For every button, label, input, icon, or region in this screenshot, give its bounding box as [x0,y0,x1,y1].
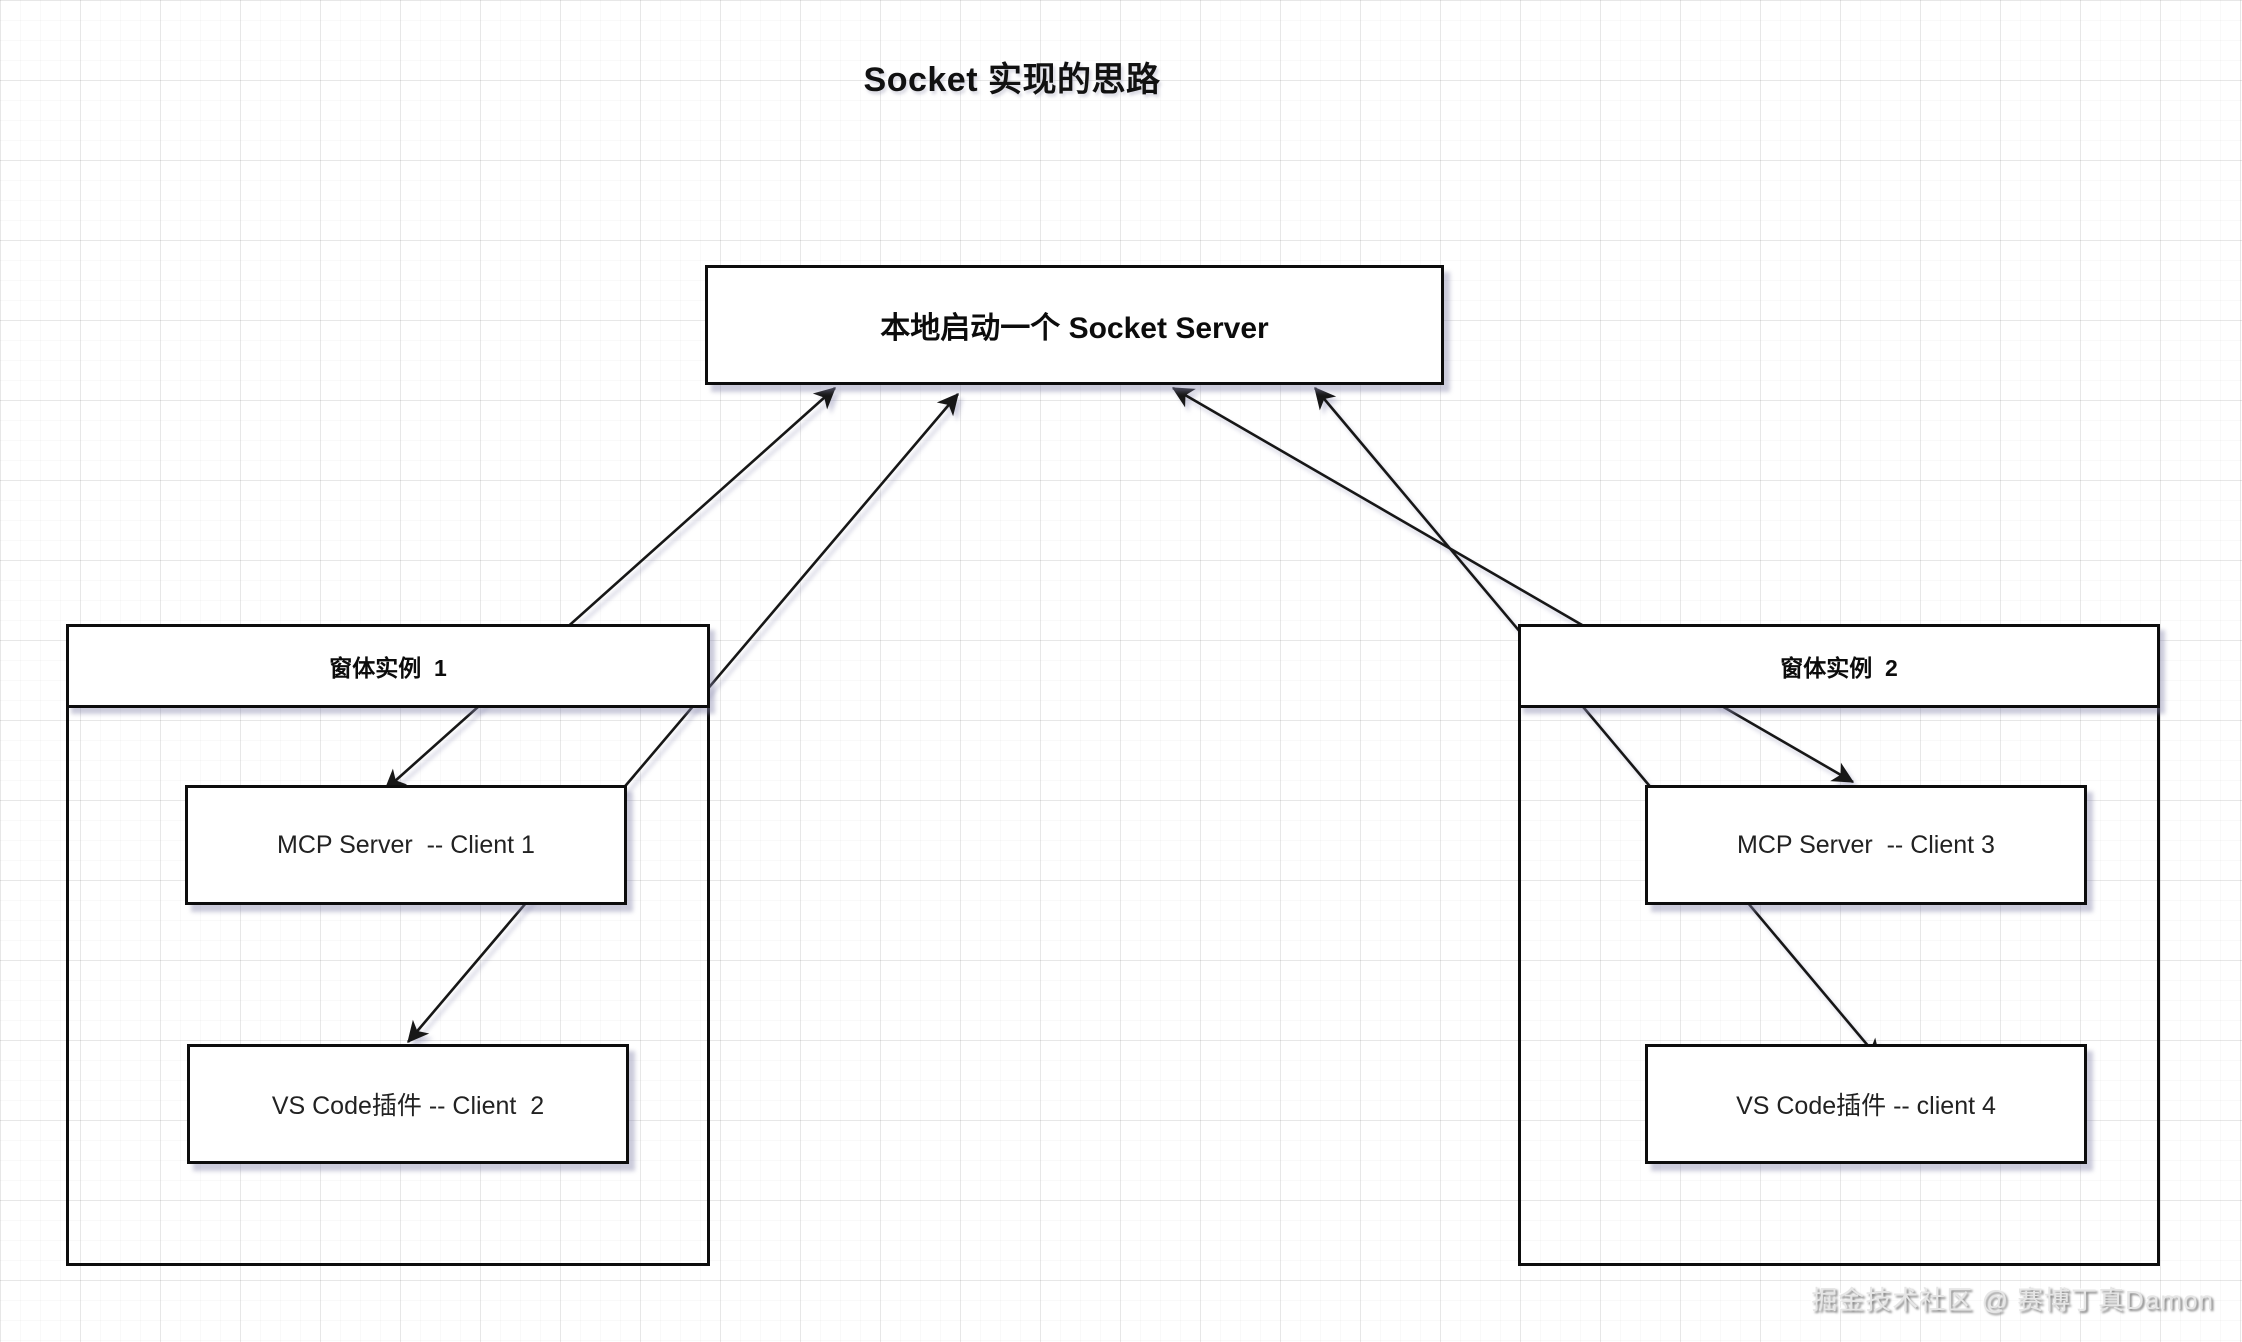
group-window-instance-2 [1518,624,2160,1266]
socket-server-label: 本地启动一个 Socket Server [880,312,1269,345]
node-vscode-plugin-client2-label: VS Code插件 -- Client 2 [271,1092,545,1120]
group-window-instance-2-title: 窗体实例 2 [1780,655,1898,681]
socket-server-node: 本地启动一个 Socket Server [705,265,1444,385]
node-vscode-plugin-client4: VS Code插件 -- client 4 [1645,1044,2087,1164]
group-window-instance-1-header: 窗体实例 1 [66,624,710,708]
node-mcp-server-client3-label: MCP Server -- Client 3 [1737,830,1995,859]
node-mcp-server-client3: MCP Server -- Client 3 [1645,785,2087,905]
group-window-instance-1 [66,624,710,1266]
group-window-instance-2-header: 窗体实例 2 [1518,624,2160,708]
diagram-title: Socket 实现的思路 [863,61,1161,99]
node-vscode-plugin-client4-label: VS Code插件 -- client 4 [1736,1092,1996,1120]
group-window-instance-1-title: 窗体实例 1 [329,655,447,681]
watermark-text: 掘金技术社区 @ 赛博丁真Damon [1811,1285,2214,1315]
node-mcp-server-client1: MCP Server -- Client 1 [185,785,627,905]
node-vscode-plugin-client2: VS Code插件 -- Client 2 [187,1044,629,1164]
node-mcp-server-client1-label: MCP Server -- Client 1 [277,830,535,859]
